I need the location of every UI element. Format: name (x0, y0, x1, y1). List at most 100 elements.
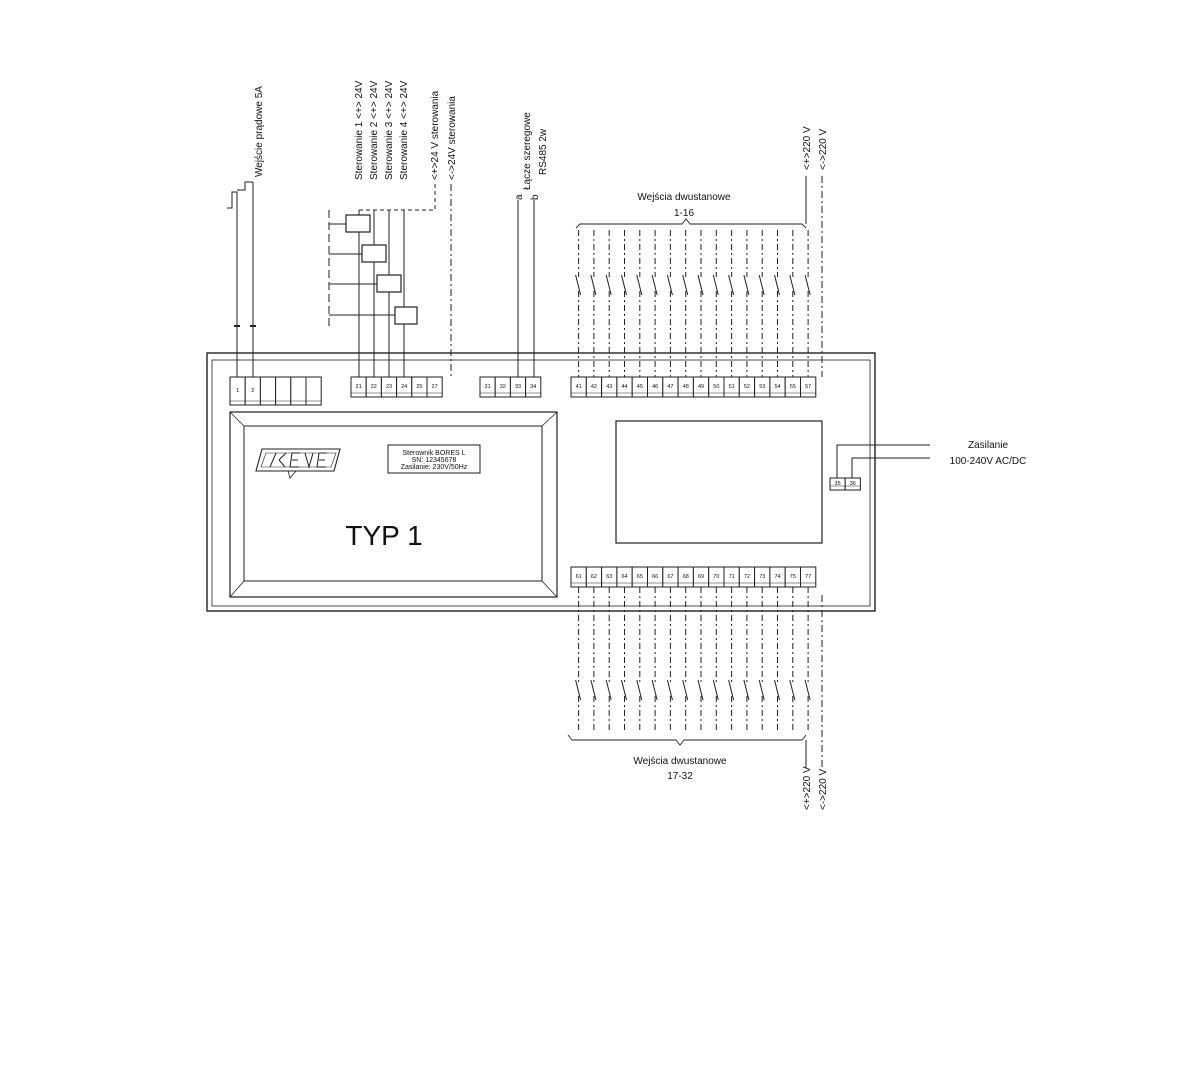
label-binary-inputs-bottom-range: 17-32 (667, 771, 693, 782)
terminal-number: 41 (576, 384, 582, 390)
terminal: 69 (692, 566, 710, 588)
label-control-2: Sterowanie 2 <+> 24V (369, 80, 380, 180)
binary-input-switch (712, 230, 719, 377)
terminal: 36 (844, 477, 861, 491)
binary-input-switch (575, 230, 582, 377)
terminal (290, 376, 307, 406)
terminal-number: 77 (805, 574, 811, 580)
binary-input-switch (789, 230, 796, 377)
terminal-number: 72 (744, 574, 750, 580)
terminal: 34 (525, 376, 542, 398)
binary-input-switch (575, 587, 582, 733)
power-wires (836, 444, 930, 478)
nameplate-line-3: Zasilanie: 230V/50Hz (401, 464, 468, 471)
terminal: 2 (244, 376, 261, 406)
terminal-number: 53 (759, 384, 765, 390)
terminal: 74 (769, 566, 786, 588)
label-current-input: Wejście prądowe 5A (254, 86, 265, 177)
terminal: 21 (350, 376, 367, 398)
nameplate-line-1: Sterownik BORES L (402, 450, 465, 457)
terminal: 70 (708, 566, 725, 588)
binary-input-switch (651, 587, 658, 733)
binary-input-switch (697, 587, 704, 733)
label-control-1: Sterowanie 1 <+> 24V (354, 80, 365, 180)
terminal-number: 43 (606, 384, 612, 390)
terminal-number: 67 (667, 574, 673, 580)
terminal: 53 (754, 376, 771, 398)
supply-220v-lines (805, 176, 823, 768)
label-control-minus: <->24V sterowania (447, 96, 458, 180)
binary-input-switches-bottom (575, 587, 811, 733)
binary-inputs-bottom-brace (567, 734, 807, 746)
terminal-number: 31 (485, 384, 491, 390)
manufacturer-logo-icon (255, 448, 341, 479)
terminal: 27 (426, 376, 443, 398)
display-window (229, 411, 558, 598)
binary-input-switch (636, 587, 643, 733)
label-serial-b: b (530, 194, 541, 200)
terminal: 57 (800, 376, 817, 398)
terminal-number: 54 (774, 384, 780, 390)
binary-input-switch (804, 587, 811, 733)
terminal-number: 66 (652, 574, 658, 580)
terminal: 65 (631, 566, 649, 588)
terminal: 47 (662, 376, 679, 398)
terminal (305, 376, 322, 406)
label-serial-rs485: RS485 2w (538, 128, 549, 175)
terminal-number: 55 (790, 384, 796, 390)
terminal-number: 42 (591, 384, 597, 390)
terminal-number: 24 (401, 384, 407, 390)
binary-input-switch (758, 587, 765, 733)
terminal-number: 36 (850, 481, 856, 487)
binary-input-switch (758, 230, 765, 377)
terminal (259, 376, 277, 406)
terminal-number: 25 (416, 384, 422, 390)
terminal-number: 2 (251, 388, 254, 394)
binary-input-switch (682, 587, 689, 733)
binary-input-switch (728, 230, 735, 377)
device-type-label: TYP 1 (345, 520, 422, 551)
binary-input-switch (605, 587, 612, 733)
terminal: 61 (570, 566, 587, 588)
terminal-number: 46 (652, 384, 658, 390)
terminal: 25 (411, 376, 428, 398)
terminal-number: 71 (729, 574, 735, 580)
terminal-number: 21 (356, 384, 362, 390)
terminal-number: 34 (530, 384, 536, 390)
binary-input-switch (636, 230, 643, 377)
binary-input-switch (774, 587, 780, 733)
binary-input-switch (728, 587, 735, 733)
terminal-number: 62 (591, 574, 597, 580)
relay-coils (345, 214, 418, 325)
terminal: 33 (509, 376, 527, 398)
label-power: Zasilanie (968, 440, 1008, 451)
binary-input-switch (605, 230, 612, 377)
terminal-number: 49 (698, 384, 704, 390)
terminal-number: 63 (606, 574, 612, 580)
terminal: 72 (738, 566, 756, 588)
terminal: 77 (800, 566, 817, 588)
binary-input-switch (590, 230, 597, 377)
terminal-number: 64 (621, 574, 627, 580)
binary-input-switch (789, 587, 796, 733)
binary-input-switch (743, 587, 750, 733)
terminal: 66 (647, 566, 664, 588)
device-housing (206, 352, 876, 612)
terminal-number: 32 (500, 384, 506, 390)
binary-input-switch (743, 230, 750, 377)
nameplate-line-2: SN: 12345678 (412, 457, 457, 464)
control-wires (328, 184, 452, 377)
terminal-number: 68 (683, 574, 689, 580)
binary-input-switch (651, 230, 658, 377)
terminal-number: 50 (713, 384, 719, 390)
terminal-number: 74 (774, 574, 780, 580)
label-binary-inputs-bottom: Wejścia dwustanowe (633, 756, 727, 767)
terminal-number: 22 (371, 384, 377, 390)
terminal: 41 (570, 376, 587, 398)
label-220v-minus-top: <->220 V (818, 129, 829, 170)
terminal: 68 (677, 566, 694, 588)
terminal: 73 (754, 566, 771, 588)
